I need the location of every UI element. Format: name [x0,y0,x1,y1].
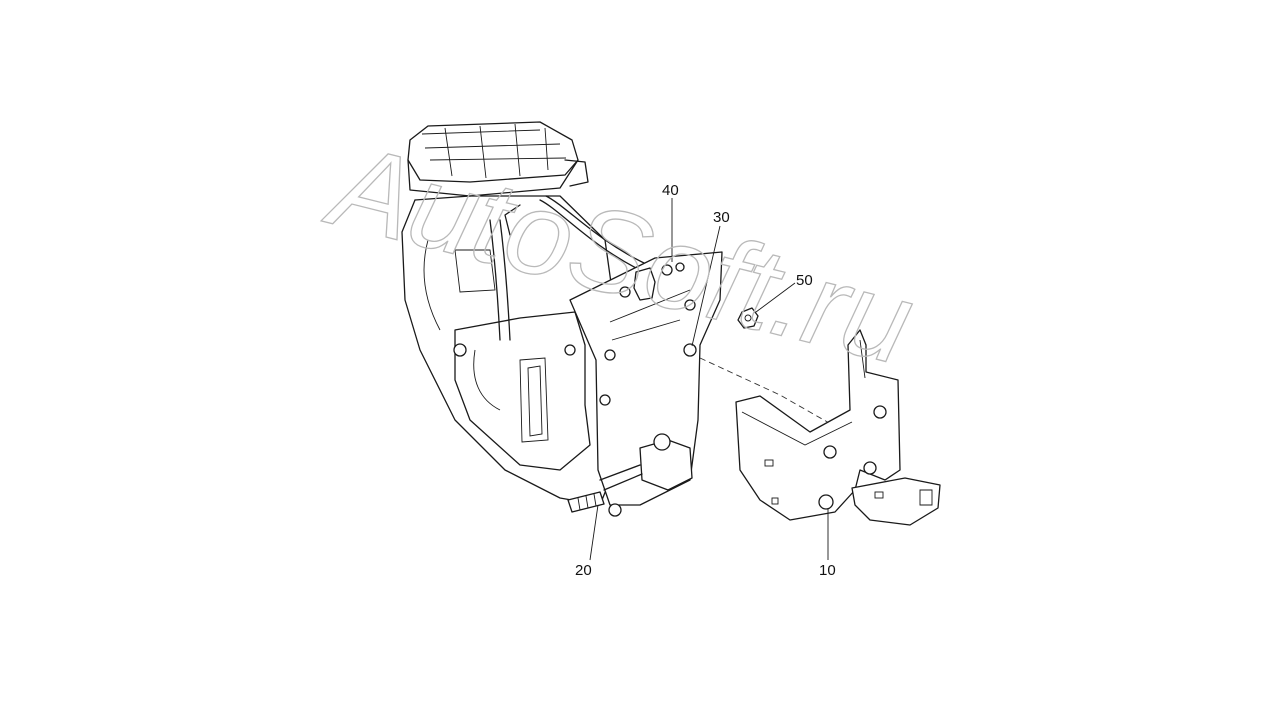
main-assembly [401,121,723,517]
callout-40: 40 [662,182,679,199]
nut-part-50 [737,307,759,329]
callout-leaders [589,198,829,561]
callout-10: 10 [819,562,836,579]
bracket-part [735,329,941,526]
callout-labels: 40 30 50 20 10 [575,182,836,579]
callout-50: 50 [796,272,813,289]
callout-20: 20 [575,562,592,579]
callout-30: 30 [713,209,730,226]
